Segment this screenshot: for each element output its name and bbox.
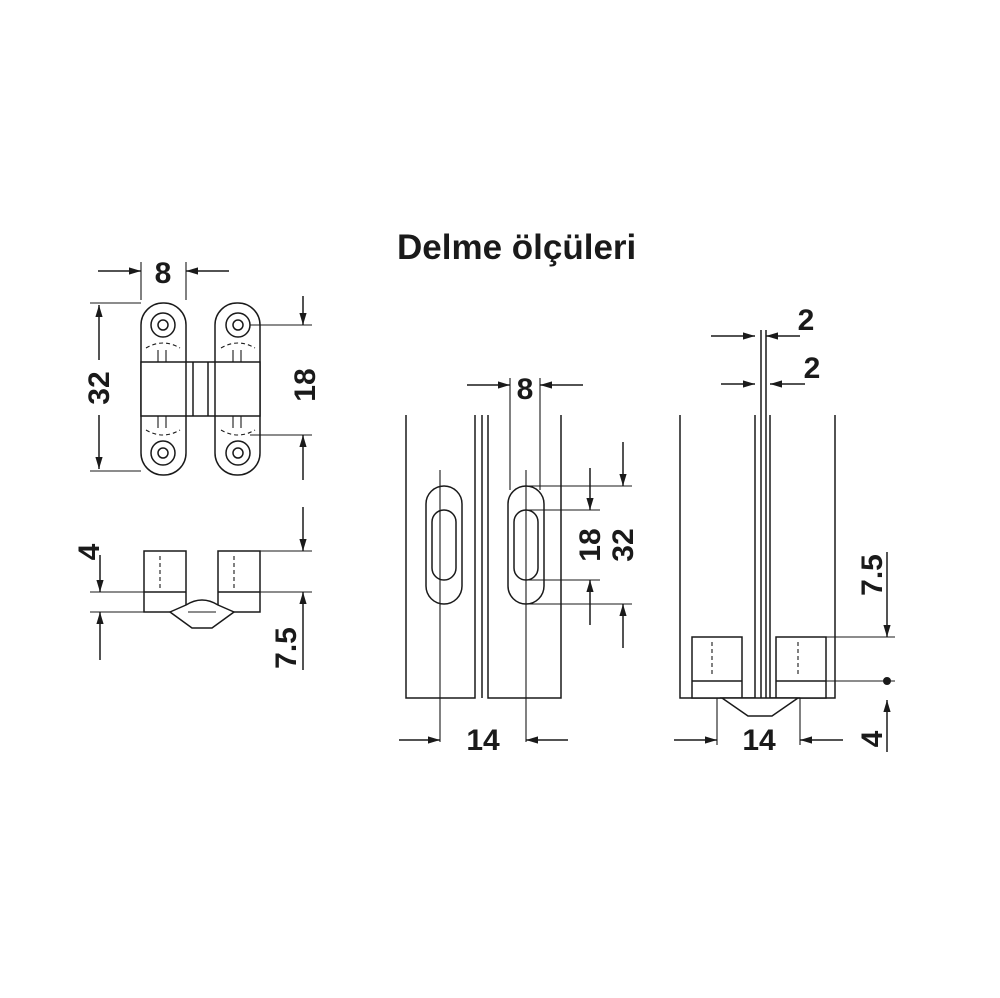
hinge-body — [140, 361, 261, 417]
dim-slot-inner-length: 18 — [574, 528, 607, 561]
dim-door-width: 14 — [466, 724, 500, 757]
hinge-side-right-block — [217, 550, 261, 613]
reference-dot — [883, 677, 891, 685]
screw-hole — [150, 440, 176, 466]
installed-hinge-left — [691, 636, 743, 699]
dim-installed-depth: 7.5 — [856, 554, 889, 596]
dim-top-view-width: 8 — [155, 257, 172, 290]
dim-gap-top: 2 — [798, 304, 815, 337]
slot-drilling-view: 8 18 32 14 — [399, 373, 640, 757]
dim-side-depth: 7.5 — [270, 627, 303, 669]
installed-hinge-knuckle — [719, 697, 801, 717]
screw-hole — [225, 440, 251, 466]
dim-top-view-hole-spacing: 18 — [289, 368, 322, 401]
slot-outer-left — [425, 485, 463, 605]
dim-side-offset: 4 — [73, 543, 106, 560]
dim-installed-offset: 4 — [856, 730, 889, 747]
hinge-side-left-block — [143, 550, 187, 613]
page-title: Delme ölçüleri — [397, 228, 637, 267]
hinge-side-knuckle — [168, 599, 236, 629]
installed-section-view: 2 2 7.5 4 14 — [674, 304, 895, 757]
installed-hinge-right — [775, 636, 827, 699]
panel-right — [487, 415, 562, 699]
dim-installed-width: 14 — [742, 724, 776, 757]
hinge-side-view: 4 7.5 — [73, 507, 312, 670]
dim-gap-lower: 2 — [804, 352, 821, 385]
dim-slot-outer-length: 32 — [607, 528, 640, 561]
screw-hole — [150, 312, 176, 338]
slot-inner-left — [431, 509, 457, 581]
dim-top-view-height: 32 — [83, 371, 116, 404]
hinge-top-view: 8 32 18 — [83, 257, 322, 480]
dim-slot-width: 8 — [517, 373, 534, 406]
